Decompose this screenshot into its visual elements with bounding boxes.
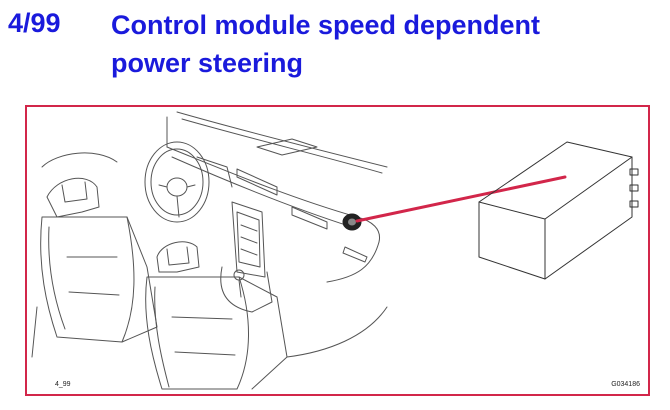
- car-interior-illustration: [31, 111, 639, 390]
- figure-code-left: 4_99: [55, 381, 71, 388]
- steering-wheel: [144, 141, 233, 223]
- control-module-box: [478, 141, 639, 280]
- front-seat-right: [145, 241, 288, 390]
- leader-line: [355, 175, 567, 223]
- title-line-1: Control module speed dependent: [111, 10, 541, 40]
- figure-frame: 4_99 G034186: [25, 105, 650, 396]
- rear-area-outline: [31, 152, 388, 358]
- reference-number: 4/99: [8, 8, 61, 38]
- center-console: [220, 201, 273, 313]
- module-location-marker: [342, 213, 362, 231]
- windshield-outline: [166, 111, 388, 174]
- front-seat-left: [40, 177, 158, 343]
- page-title: Control module speed dependent power ste…: [111, 6, 651, 82]
- title-line-2: power steering: [111, 48, 304, 78]
- page-header: 4/99 Control module speed dependent powe…: [0, 0, 670, 100]
- figure-code-right: G034186: [611, 381, 640, 388]
